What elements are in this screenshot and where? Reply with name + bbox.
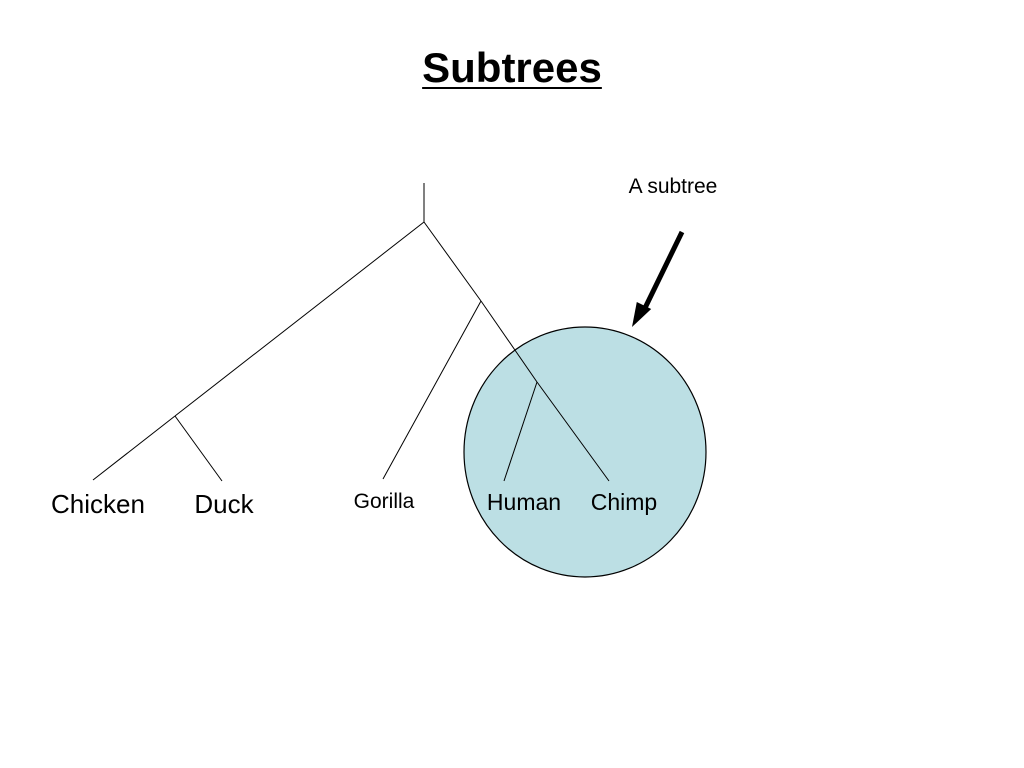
branch-bird-node-to-chicken xyxy=(92,415,176,481)
branch-bird-node-to-duck xyxy=(174,415,223,482)
slide-title: Subtrees xyxy=(422,44,602,91)
subtree-highlight-circle xyxy=(463,326,707,578)
callout-label: A subtree xyxy=(628,175,718,198)
tree-branches xyxy=(92,183,610,482)
branch-root-to-ape-node xyxy=(423,221,482,302)
branch-ape-node-to-human-chimp-node xyxy=(480,300,538,383)
leaf-label-duck: Duck xyxy=(194,489,254,519)
branch-human-chimp-node-to-human xyxy=(503,381,538,482)
leaf-label-human: Human xyxy=(486,489,562,515)
leaf-label-chicken: Chicken xyxy=(51,489,145,519)
leaf-label-gorilla: Gorilla xyxy=(353,490,415,513)
branch-human-chimp-node-to-chimp xyxy=(536,381,610,482)
branch-root-to-bird-node xyxy=(174,221,425,417)
leaf-label-chimp: Chimp xyxy=(590,489,658,515)
branch-ape-node-to-gorilla xyxy=(382,300,482,480)
callout-arrow xyxy=(632,230,685,327)
